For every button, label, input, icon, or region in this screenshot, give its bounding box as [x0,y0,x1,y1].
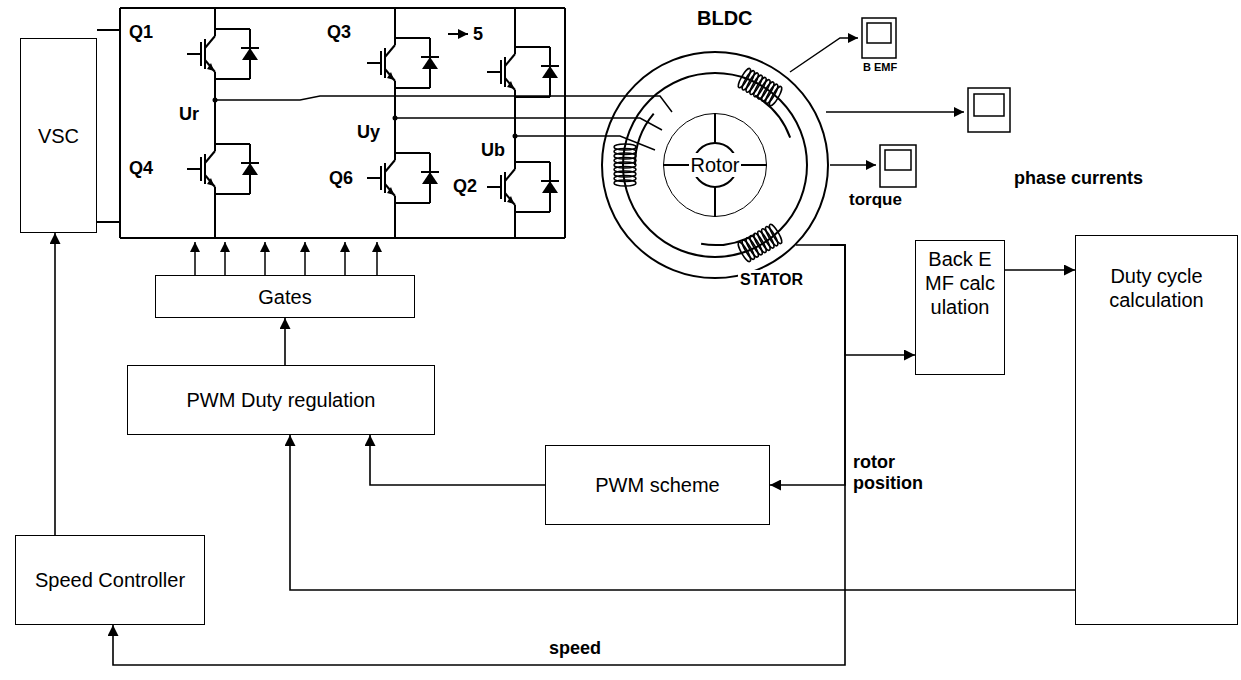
phase-voltage-label: Uy [356,122,381,143]
signal-connector [1005,269,1075,271]
stator-label: STATOR [738,270,805,289]
switch-label: Q6 [328,168,354,189]
node-text: Back EMF calculation [923,247,997,319]
signal-connector [370,435,545,485]
signal-connector [284,318,286,365]
igbt-legs [187,8,559,238]
node-text: Gates [258,285,311,309]
process-box: Back EMF calculation [915,240,1005,375]
node-text: Speed Controller [35,568,185,592]
switch-label: Q1 [128,22,154,43]
scope-label: phase currents [1013,168,1144,189]
process-box: Duty cycle calculation [1075,235,1238,625]
node-text: PWM Duty regulation [187,388,376,412]
phase-voltage-label: Ub [480,140,506,161]
node-text: Rotor [689,153,742,177]
signal-connector [830,245,915,355]
process-box: PWM scheme [545,445,770,525]
phase-voltage-label: Ur [178,104,200,125]
signal-connector [113,245,845,665]
signal-connector [290,435,1195,625]
switch-label: 5 [472,24,484,45]
connector-label: speed [548,638,602,659]
scope-label: torque [848,190,903,210]
switch-label: Q4 [128,158,154,179]
switch-label: Q2 [452,176,478,197]
scope-symbols [862,18,1010,187]
motor-title: BLDC [695,6,755,30]
process-box: Speed Controller [15,535,205,625]
node-text: VSC [38,124,79,148]
rotor-circle: Rotor [663,113,767,217]
connector-label: rotor position [852,452,936,493]
process-box: Gates [155,275,415,318]
process-box: PWM Duty regulation [127,365,435,435]
pointer-arrow [448,33,468,35]
signal-connector [54,233,56,535]
switch-label: Q3 [326,22,352,43]
scope-label: B EMF [862,61,898,74]
inverter-frame [97,8,565,238]
node-text: PWM scheme [595,473,719,497]
node-text: Duty cycle calculation [1083,264,1230,312]
process-box: VSC [20,38,97,233]
motor-housing: RotorBLDCSTATOR [600,50,830,280]
gate-signal-arrows [195,242,377,275]
